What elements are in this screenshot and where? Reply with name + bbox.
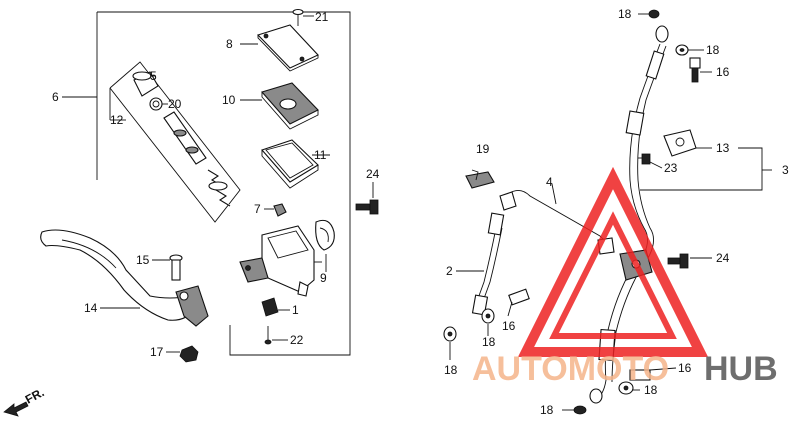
callout-17: 17: [150, 345, 164, 359]
switch-screw: [264, 326, 288, 345]
callout-11: 11: [314, 148, 327, 162]
callout-9: 9: [320, 271, 327, 285]
banjo-bolt-upper: [689, 57, 712, 83]
joint-bolt: [667, 253, 712, 269]
washer-upper-right: [675, 44, 704, 56]
washer-lower-right: [618, 381, 640, 395]
callout-16-lower: 16: [678, 361, 692, 375]
callout-16-upper: 16: [716, 65, 730, 79]
callout-16-middle: 16: [502, 319, 516, 333]
diaphragm: [261, 139, 330, 189]
callout-20: 20: [168, 97, 182, 111]
watermark: AUTOMOTO HUB: [472, 166, 778, 388]
small-clip: [264, 203, 287, 217]
hose-bracket: [465, 169, 495, 189]
piston-kit-frame: [109, 61, 241, 223]
callout-10: 10: [222, 93, 236, 107]
washer-left-low: [443, 326, 457, 360]
front-direction-indicator: FR.: [3, 385, 46, 417]
callout-24-left: 24: [366, 167, 380, 181]
callout-15: 15: [136, 253, 150, 267]
callout-12: 12: [110, 113, 124, 127]
banjo-bolt-lower: [629, 367, 677, 381]
washer-top: [638, 9, 660, 19]
pivot-nut: [166, 345, 199, 363]
upper-brake-hose: [625, 25, 669, 259]
watermark-text-a: AUTOMOTO: [472, 350, 669, 388]
clamp-group-bracket: [640, 147, 772, 191]
callout-19: 19: [476, 142, 490, 156]
callout-6: 6: [52, 90, 59, 104]
callout-4: 4: [546, 175, 553, 189]
callout-7: 7: [254, 202, 261, 216]
piston: [163, 111, 207, 165]
banjo-bolt-middle: [507, 288, 530, 317]
callout-2: 2: [446, 264, 453, 278]
callout-8: 8: [226, 37, 233, 51]
washer-left-mid: [481, 308, 495, 336]
watermark-triangle-icon: [517, 166, 709, 357]
callout-22: 22: [290, 333, 304, 347]
clamp-bolt: [638, 153, 663, 169]
callout-3: 3: [782, 163, 789, 177]
washer-bottom: [562, 405, 587, 415]
pivot-bolt: [152, 254, 183, 281]
diaphragm-plate: [240, 82, 319, 130]
brake-switch: [261, 297, 290, 317]
callout-18-top: 18: [618, 7, 632, 21]
callout-24-right: 24: [716, 251, 730, 265]
master-cylinder-body: [239, 225, 322, 297]
brake-hose: [456, 212, 505, 316]
brake-lever: [40, 229, 209, 327]
boot: [315, 219, 335, 272]
callout-labels: 21 8 5 6 20 10 12 11 24 7 15 9 14 1 22 1…: [52, 7, 789, 417]
callout-23: 23: [664, 161, 678, 175]
watermark-text-b: HUB: [704, 350, 778, 388]
bracket-bolt: [355, 182, 379, 215]
circlip: [149, 97, 168, 111]
callout-13: 13: [716, 141, 730, 155]
hose-clamp: [663, 129, 697, 157]
callout-18-lower-right: 18: [644, 383, 658, 397]
master-cylinder-group-frame: [62, 11, 351, 356]
cap-screw: [292, 8, 314, 26]
callout-14: 14: [84, 301, 98, 315]
callout-21: 21: [315, 10, 329, 24]
reservoir-cap: [240, 24, 319, 72]
boot-seal: [132, 71, 159, 97]
callout-5: 5: [150, 69, 157, 83]
callout-18-upper-right: 18: [706, 43, 720, 57]
callout-18-left-mid: 18: [482, 335, 496, 349]
callout-1: 1: [292, 303, 299, 317]
spring: [207, 169, 231, 207]
callout-18-bottom: 18: [540, 403, 554, 417]
callout-18-left-low: 18: [444, 363, 458, 377]
